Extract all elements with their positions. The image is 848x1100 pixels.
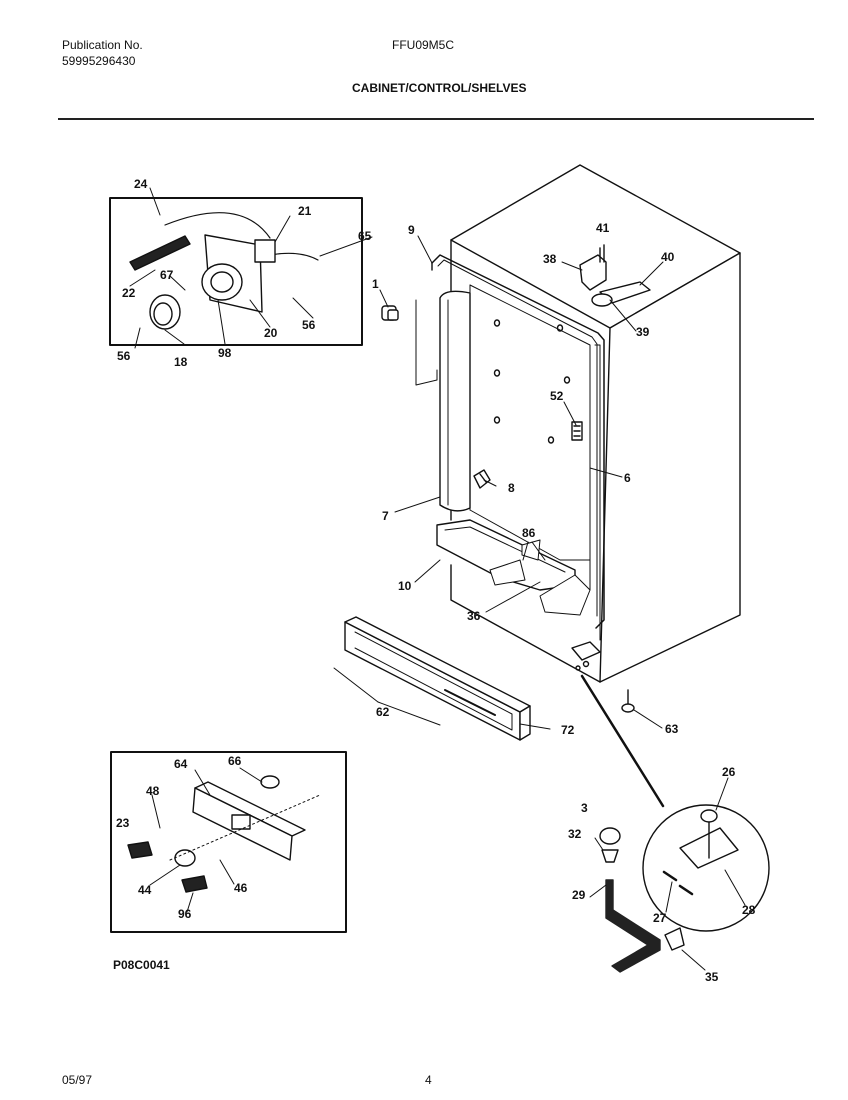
callout-35: 35: [705, 970, 719, 984]
callout-48: 48: [146, 784, 160, 798]
callout-32: 32: [568, 827, 582, 841]
bottom-hinge: [571, 641, 601, 671]
callout-7: 7: [382, 509, 389, 523]
left-edge-trim: [415, 290, 471, 512]
callout-27: 27: [653, 911, 667, 925]
callout-38: 38: [543, 252, 557, 266]
callout-44: 44: [138, 883, 152, 897]
callout-86: 86: [522, 526, 536, 540]
hinge-detail-circle: [580, 674, 770, 932]
page-number: 4: [425, 1073, 432, 1087]
callout-66: 66: [228, 754, 242, 768]
door-stop-parts: [599, 827, 685, 973]
callout-20: 20: [264, 326, 278, 340]
model-number: FFU09M5C: [392, 38, 455, 52]
callout-29: 29: [572, 888, 586, 902]
callout-40: 40: [661, 250, 675, 264]
callout-22: 22: [122, 286, 136, 300]
section-title: CABINET/CONTROL/SHELVES: [352, 81, 527, 95]
callout-6: 6: [624, 471, 631, 485]
callout-3: 3: [581, 801, 588, 815]
callout-24: 24: [134, 177, 148, 191]
callout-9: 9: [408, 223, 415, 237]
callout-10: 10: [398, 579, 412, 593]
bottom-trim: [436, 519, 591, 616]
callout-67: 67: [160, 268, 174, 282]
callout-56-right: 56: [302, 318, 316, 332]
part-1-plug: [381, 305, 399, 321]
control-inset-box: [109, 197, 363, 346]
publication-number: 59995296430: [62, 54, 136, 68]
callout-36: 36: [467, 609, 481, 623]
callout-1: 1: [372, 277, 379, 291]
callout-96: 96: [178, 907, 192, 921]
callout-52: 52: [550, 389, 564, 403]
cabinet-body: [450, 164, 741, 683]
leveling-leg: [621, 689, 635, 713]
header-rule: [58, 118, 814, 120]
callout-65: 65: [358, 229, 372, 243]
callout-18: 18: [174, 355, 188, 369]
grille-panel: [344, 616, 531, 741]
callout-labels: 9 1 7 8 6 10 36 86 52 41 38 40 39 72 63 …: [116, 177, 756, 984]
callout-41: 41: [596, 221, 610, 235]
door-gasket: [431, 254, 605, 629]
publication-label: Publication No.: [62, 38, 143, 52]
top-hinge-assembly: [579, 244, 651, 307]
leader-lines: [129, 187, 746, 971]
callout-63: 63: [665, 722, 679, 736]
part-8-clip: [473, 469, 491, 489]
callout-39: 39: [636, 325, 650, 339]
callout-21: 21: [298, 204, 312, 218]
callout-26: 26: [722, 765, 736, 779]
date-label: 05/97: [62, 1073, 93, 1087]
callout-64: 64: [174, 757, 188, 771]
callout-23: 23: [116, 816, 130, 830]
callout-98: 98: [218, 346, 232, 360]
callout-72: 72: [561, 723, 575, 737]
callout-62: 62: [376, 705, 390, 719]
switch-inset-box: [110, 751, 347, 933]
callout-46-lower: 46: [234, 881, 248, 895]
drawing-code: P08C0041: [113, 958, 170, 972]
callout-28: 28: [742, 903, 756, 917]
callout-8: 8: [508, 481, 515, 495]
callout-56-left: 56: [117, 349, 131, 363]
